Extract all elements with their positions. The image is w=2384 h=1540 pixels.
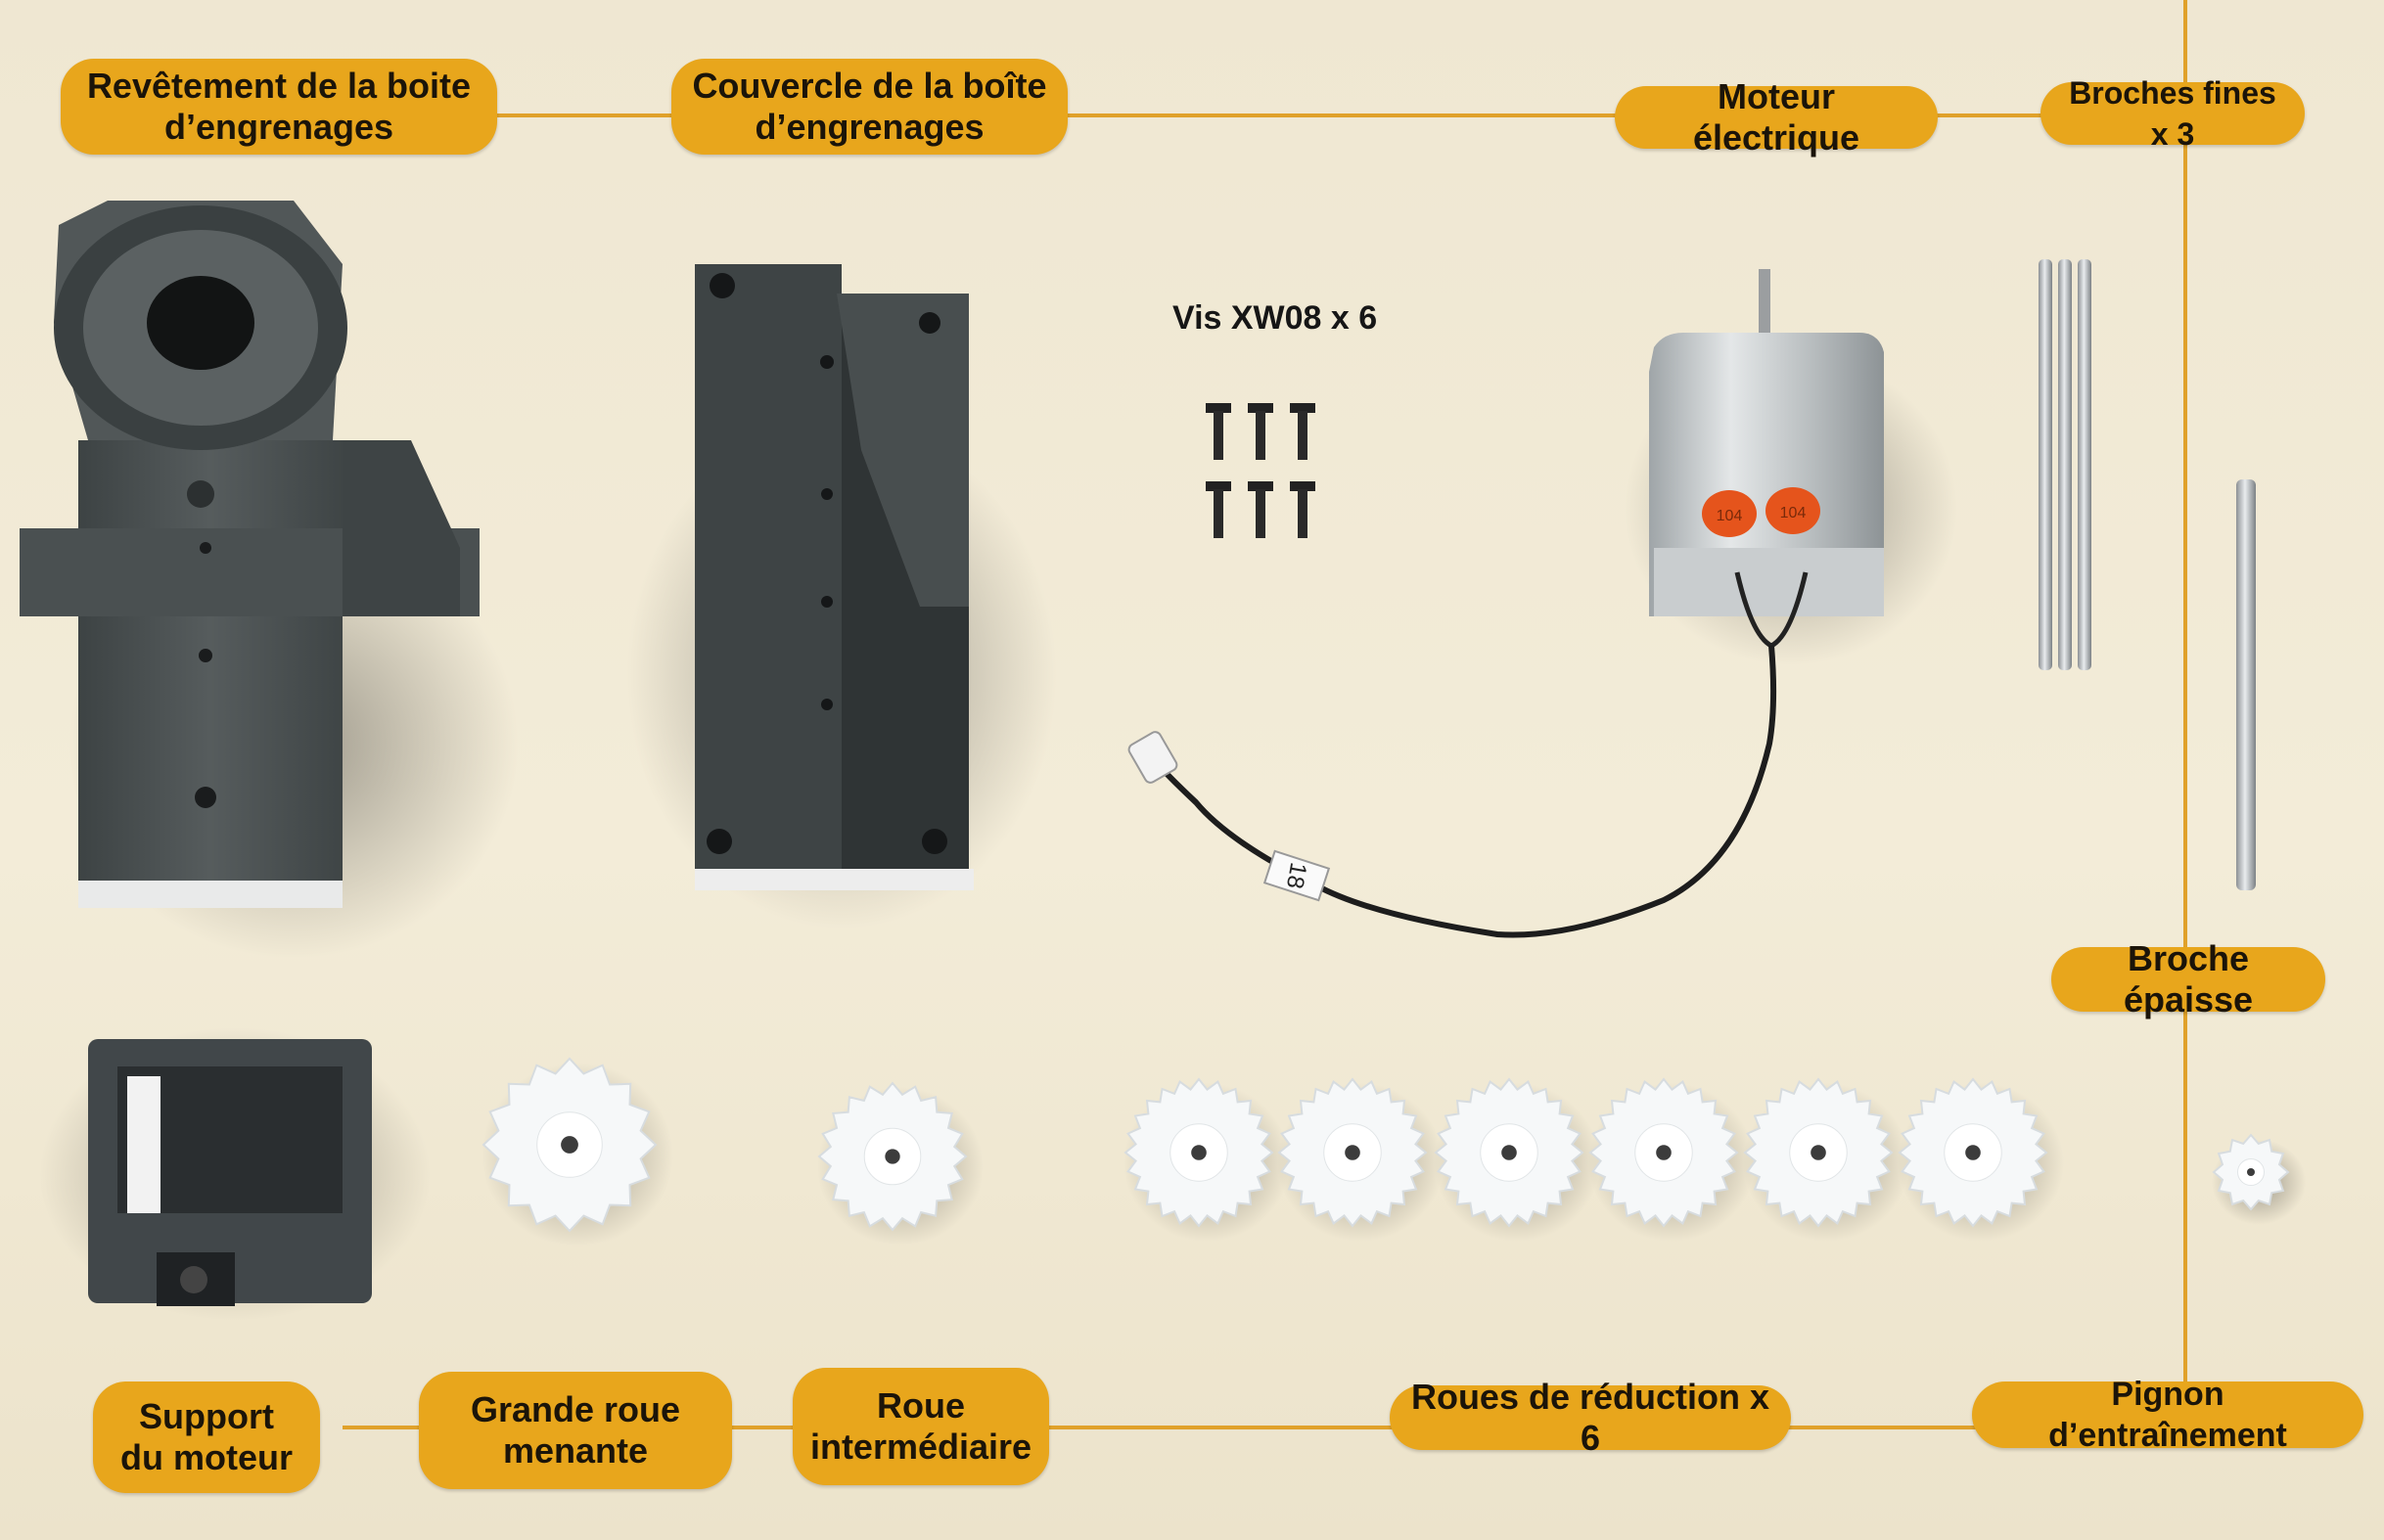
screw [1206,481,1231,538]
gearbox-cover [626,264,1057,929]
motor-support [39,1027,431,1321]
screws [1206,403,1315,538]
label-revetement-line1: Revêtement de la boite [86,66,472,106]
label-grande-roue-line1: Grande roue [470,1389,681,1429]
capacitor-right-text: 104 [1780,505,1807,521]
label-broche-epaisse: Broche épaisse [2051,938,2325,1019]
label-couvercle-line1: Couvercle de la boîte [692,66,1047,106]
label-broches-fines: Broches fines x 3 [2040,75,2305,152]
connector-line-top [489,113,2065,117]
label-roues-reduction-text: Roues de réduction x 6 [1410,1377,1770,1458]
label-moteur: Moteur électrique [1615,76,1938,158]
screw [1248,481,1273,538]
label-pignon: Pignon d’entraînement [1972,1376,2363,1454]
label-support-line1: Support [139,1396,274,1436]
label-revetement-line2: d’engrenages [163,107,394,147]
thin-pins [2039,259,2091,670]
label-support-line2: du moteur [120,1437,293,1477]
connector-line-top-right [1918,113,2075,117]
intermediate-gear [817,1081,984,1246]
label-pignon-text: Pignon d’entraînement [2048,1376,2287,1454]
screw [1206,403,1231,460]
capacitor-left-text: 104 [1717,508,1743,524]
screw [1290,403,1315,460]
electric-motor: 104 104 18 [1127,269,1957,938]
label-broche-epaisse-text: Broche épaisse [2123,938,2254,1019]
label-broches-fines-text: Broches fines x 3 [2069,75,2276,152]
screws-caption: Vis XW08 x 6 [1172,299,1378,337]
screw [1248,403,1273,460]
drive-pinion [2212,1133,2306,1225]
large-drive-gear [481,1057,673,1246]
reduction-gears [1123,1077,2064,1242]
label-roues-reduction: Roues de réduction x 6 [1390,1377,1791,1458]
cable-tag-text: 18 [1281,860,1311,890]
label-roue-intermediaire-line1: Roue [877,1385,965,1426]
connector-line-bottom [343,1426,2006,1429]
connector-line-right-vertical [2183,0,2187,1389]
gearbox-housing [20,201,519,959]
thick-pin [2236,479,2256,890]
screw [1290,481,1315,538]
label-moteur-text: Moteur électrique [1692,76,1860,158]
label-roue-intermediaire-line2: intermédiaire [809,1427,1032,1467]
label-couvercle-line2: d’engrenages [755,107,985,147]
label-grande-roue-line2: menante [502,1430,649,1471]
